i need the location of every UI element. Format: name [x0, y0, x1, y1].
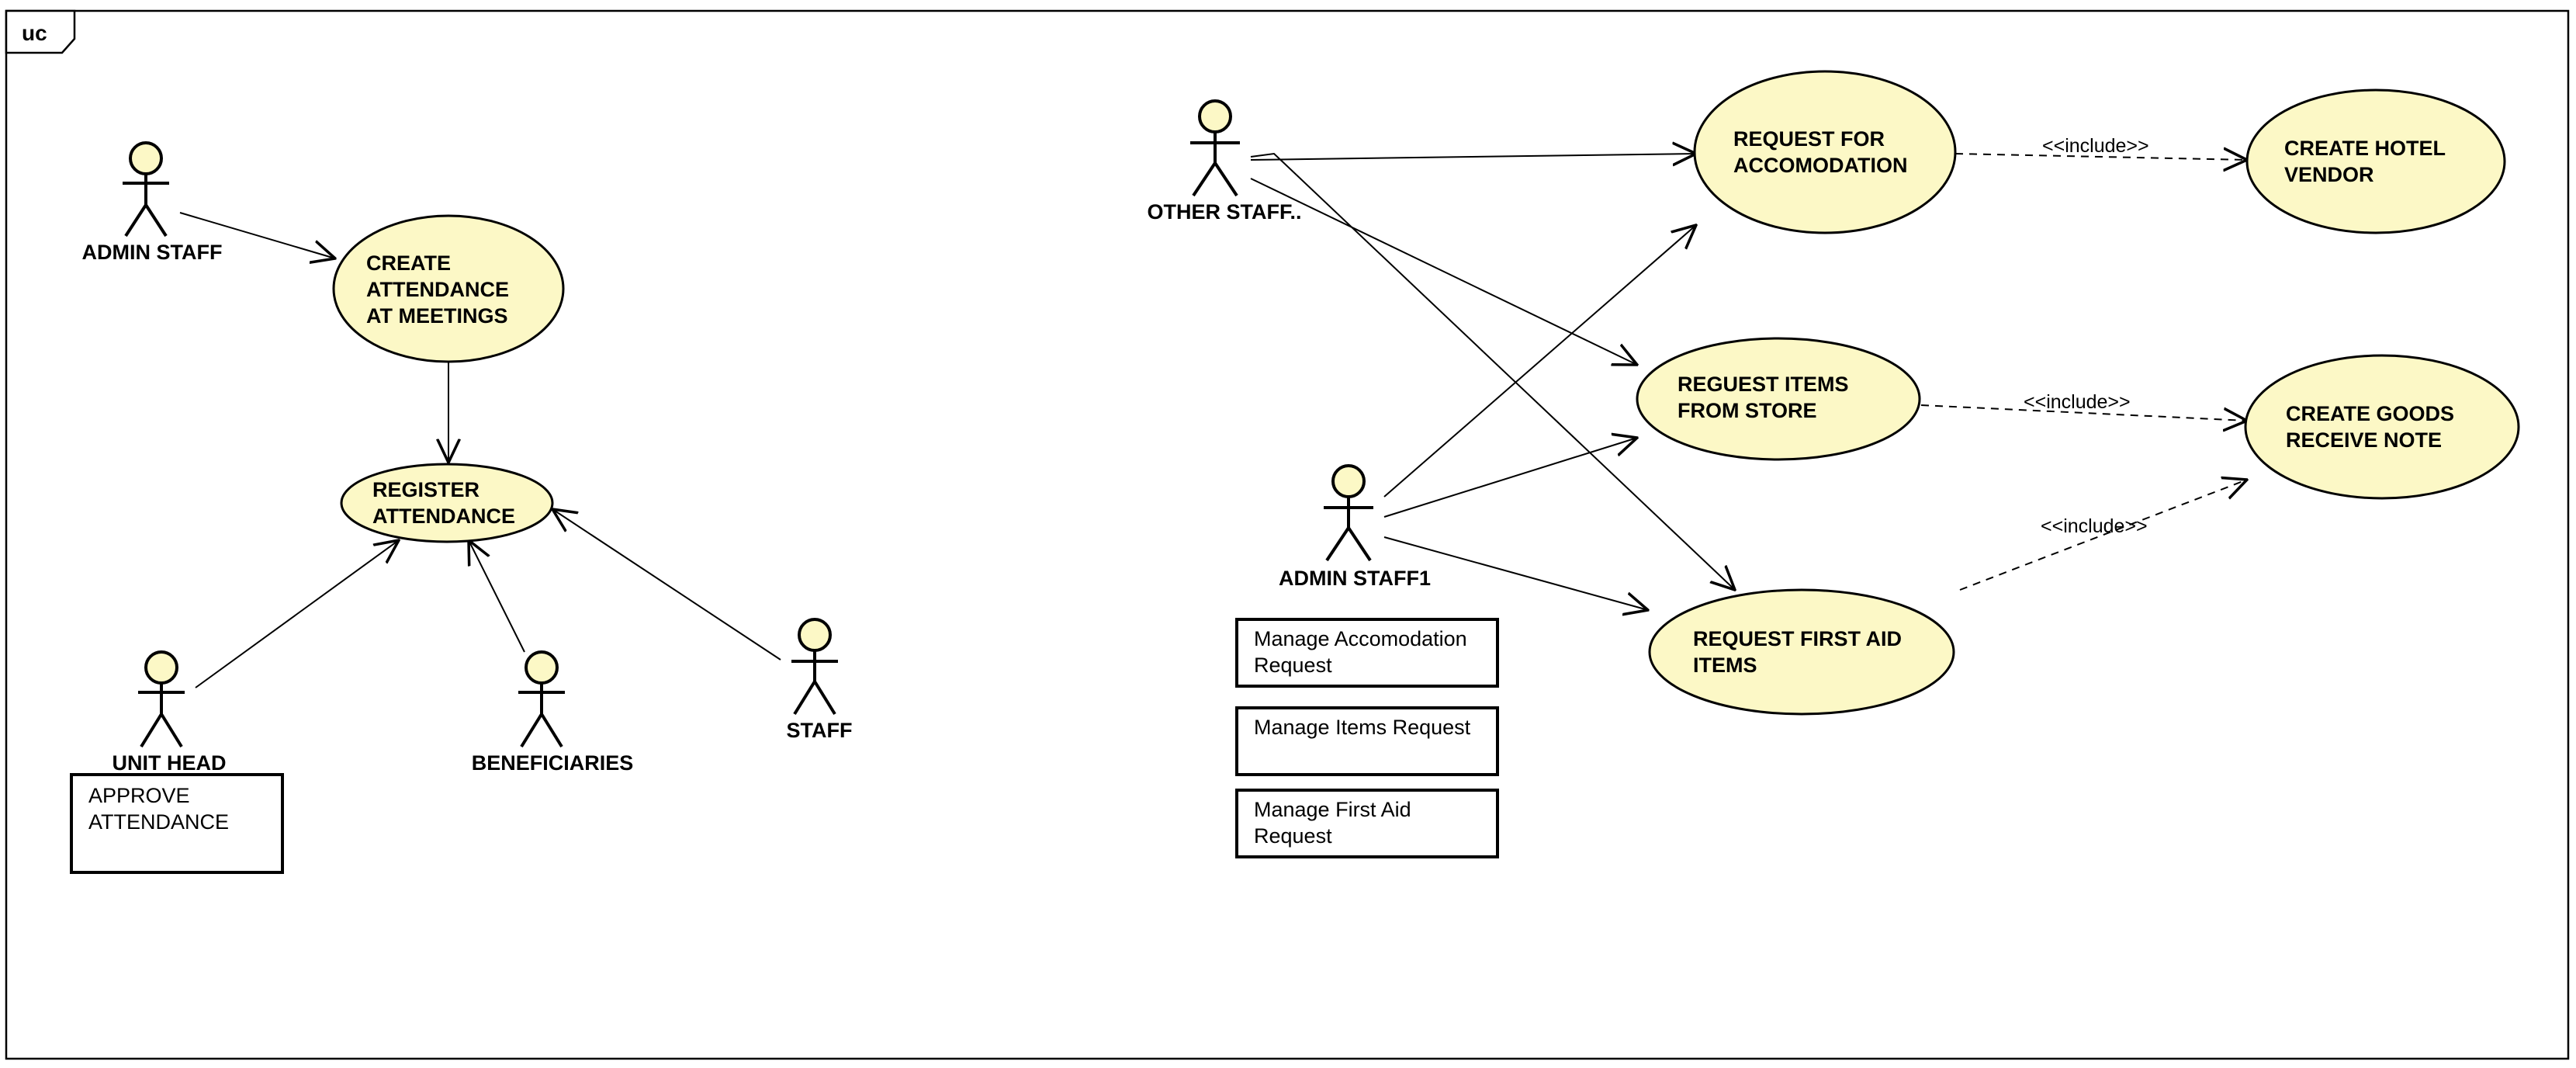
- note-label: Manage First Aid: [1254, 798, 1411, 821]
- edge-beneficiaries-to-register: [469, 540, 525, 653]
- note-label: Request: [1254, 654, 1332, 677]
- edge-admin-staff1-to-first-aid: [1383, 536, 1648, 610]
- include-edge-first-aid-goods-note: [1959, 480, 2247, 591]
- include-label-first-aid: <<include>>: [2041, 515, 2148, 537]
- note-label: Manage Accomodation: [1254, 627, 1467, 650]
- edge-unit-head-to-register: [195, 540, 399, 688]
- note-manage-accomodation[interactable]: Manage Accomodation Request: [1235, 618, 1499, 688]
- edge-other-staff-to-items: [1250, 178, 1637, 365]
- note-label: Manage Items Request: [1254, 716, 1471, 739]
- edge-admin-staff-to-create-attendance: [179, 212, 335, 258]
- edge-admin-staff1-to-accomodation: [1383, 225, 1696, 498]
- use-case-label: CREATE GOODS: [2286, 402, 2454, 425]
- use-case-request-first-aid[interactable]: REQUEST FIRST AID ITEMS: [1648, 588, 1955, 716]
- note-label: APPROVE: [88, 784, 190, 807]
- actor-other-staff[interactable]: OTHER STAFF..: [1148, 99, 1302, 224]
- use-case-label: VENDOR: [2284, 163, 2374, 186]
- use-case-create-hotel-vendor[interactable]: CREATE HOTEL VENDOR: [2245, 88, 2506, 234]
- use-case-label: CREATE: [366, 251, 451, 275]
- use-case-request-accomodation[interactable]: REQUEST FOR ACCOMODATION: [1693, 70, 1957, 234]
- include-label-items: <<include>>: [2024, 391, 2131, 413]
- use-case-label: REQUEST FIRST AID: [1693, 627, 1902, 650]
- edge-admin-staff1-to-items: [1383, 438, 1637, 518]
- note-label: Request: [1254, 824, 1332, 848]
- actor-label: ADMIN STAFF: [82, 241, 223, 264]
- edge-other-staff-to-accomodation: [1250, 154, 1696, 160]
- association-edges: [179, 152, 1735, 688]
- actor-label: ADMIN STAFF1: [1279, 567, 1431, 590]
- actor-label: STAFF: [787, 719, 853, 742]
- use-case-label: CREATE HOTEL: [2284, 137, 2446, 160]
- include-edge-items-goods-note: [1920, 404, 2247, 421]
- actor-admin-staff1[interactable]: ADMIN STAFF1: [1279, 464, 1431, 590]
- use-case-label: ATTENDANCE: [366, 278, 509, 301]
- note-manage-items[interactable]: Manage Items Request: [1235, 706, 1499, 776]
- use-case-label: FROM STORE: [1678, 399, 1817, 422]
- use-case-label: REQUEST FOR: [1733, 127, 1885, 151]
- use-case-label: AT MEETINGS: [366, 304, 508, 328]
- use-case-label: ATTENDANCE: [372, 505, 515, 528]
- note-label: ATTENDANCE: [88, 810, 229, 834]
- include-label-hotel: <<include>>: [2042, 135, 2149, 157]
- actor-beneficiaries[interactable]: BENEFICIARIES: [472, 650, 634, 775]
- edge-other-staff-to-first-aid: [1250, 152, 1735, 590]
- actor-admin-staff[interactable]: ADMIN STAFF: [82, 141, 223, 264]
- use-case-create-attendance[interactable]: CREATE ATTENDANCE AT MEETINGS: [332, 214, 565, 363]
- include-edges: [1920, 154, 2247, 591]
- use-case-request-items[interactable]: REGUEST ITEMS FROM STORE: [1636, 337, 1921, 461]
- actor-staff[interactable]: STAFF: [787, 618, 853, 742]
- edge-staff-to-register: [552, 509, 781, 661]
- actor-label: BENEFICIARIES: [472, 751, 634, 775]
- use-case-register-attendance[interactable]: REGISTER ATTENDANCE: [340, 463, 554, 543]
- actor-unit-head[interactable]: UNIT HEAD: [113, 650, 227, 775]
- use-case-create-goods-receive-note[interactable]: CREATE GOODS RECEIVE NOTE: [2244, 354, 2520, 500]
- use-case-label: REGUEST ITEMS: [1678, 373, 1849, 396]
- frame-label: uc: [22, 21, 47, 45]
- note-manage-first-aid[interactable]: Manage First Aid Request: [1235, 789, 1499, 858]
- include-edge-accomodation-hotel-vendor: [1955, 154, 2247, 160]
- use-case-label: ACCOMODATION: [1733, 154, 1907, 177]
- use-case-label: REGISTER: [372, 478, 480, 501]
- actor-label: OTHER STAFF..: [1148, 200, 1302, 224]
- actor-label: UNIT HEAD: [113, 751, 227, 775]
- use-case-label: ITEMS: [1693, 654, 1757, 677]
- include-labels: <<include>> <<include>> <<include>>: [2024, 135, 2149, 537]
- use-case-label: RECEIVE NOTE: [2286, 428, 2442, 452]
- note-approve-attendance[interactable]: APPROVE ATTENDANCE: [70, 773, 284, 874]
